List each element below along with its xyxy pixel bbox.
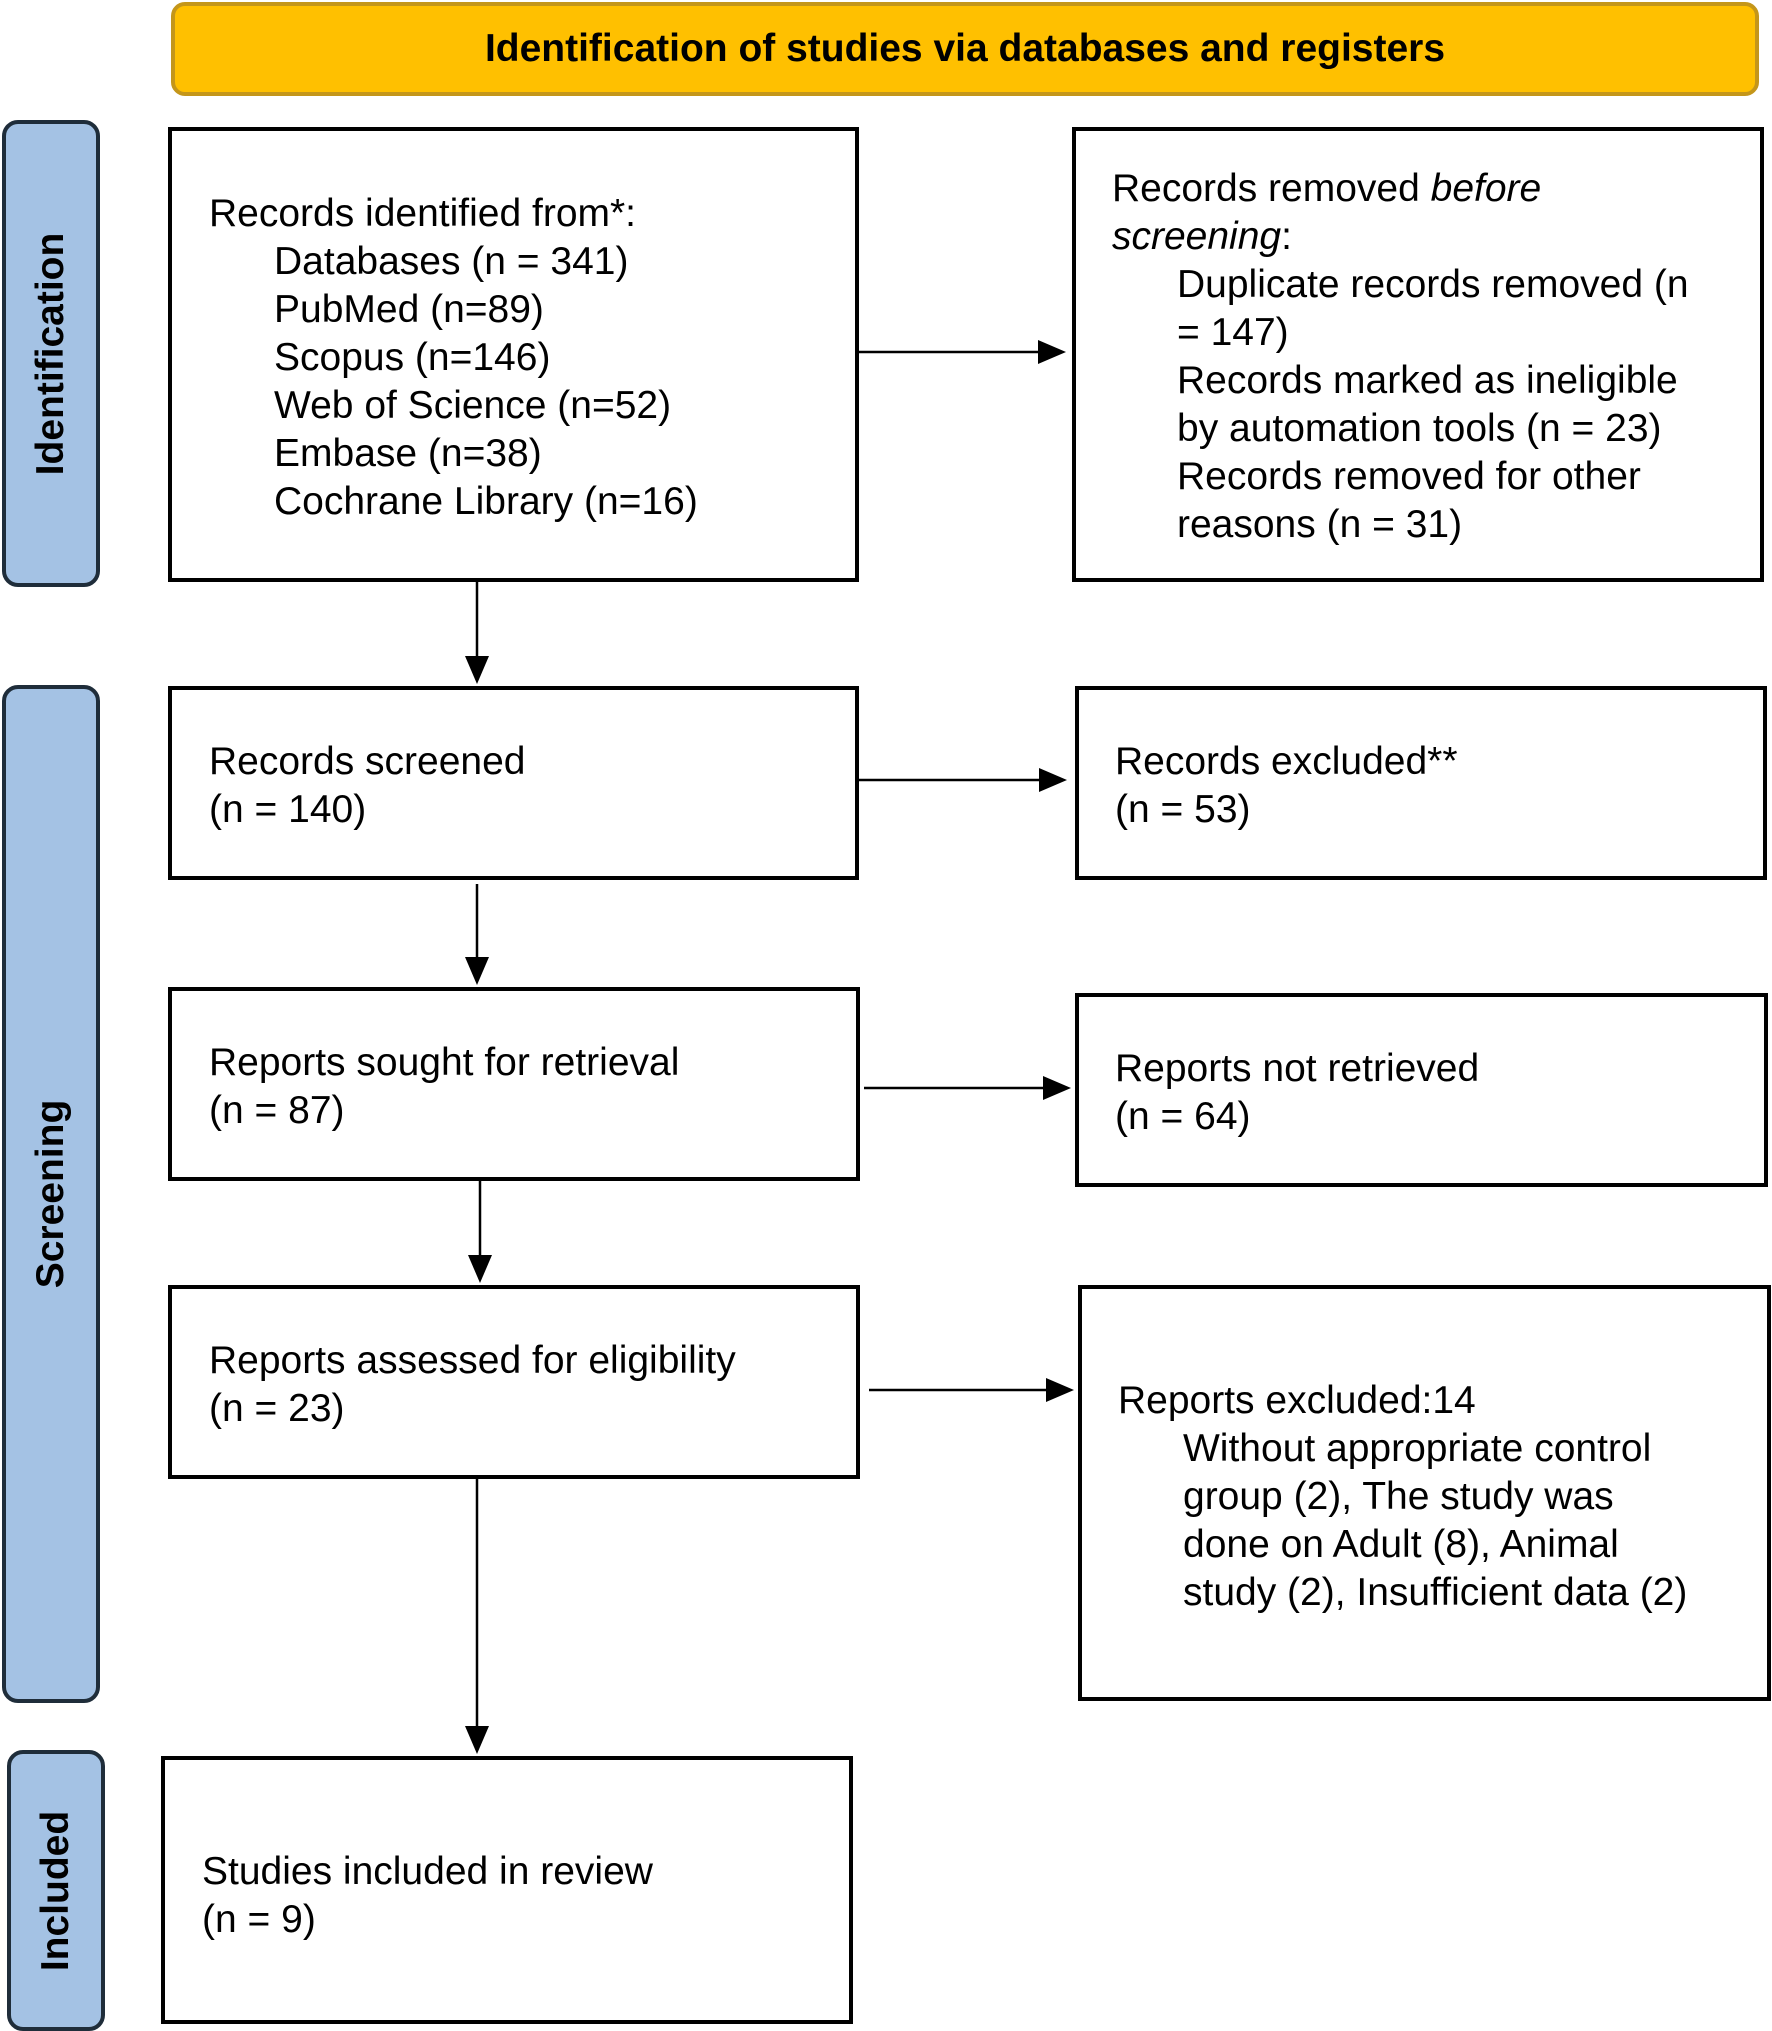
- source-item: Databases (n = 341): [274, 240, 629, 283]
- title-part: :: [1281, 215, 1292, 258]
- reports-assessed-box: Reports assessed for eligibility (n = 23…: [168, 1285, 860, 1479]
- records-removed-title: Records removed before: [1112, 165, 1689, 213]
- removed-line: Records removed for other: [1177, 455, 1641, 498]
- reports-assessed-text: Reports assessed for eligibility (n = 23…: [209, 1337, 736, 1433]
- reports-not-retrieved-text: Reports not retrieved (n = 64): [1115, 1045, 1479, 1141]
- records-excluded-title: Records excluded**: [1115, 740, 1458, 783]
- removed-line: Records marked as ineligible: [1177, 359, 1678, 402]
- arrowhead: [1039, 768, 1067, 792]
- title-italic: before: [1430, 167, 1542, 210]
- removed-line: by automation tools (n = 23): [1177, 407, 1662, 450]
- arrowhead: [465, 957, 489, 985]
- removed-line: Duplicate records removed (n: [1177, 263, 1689, 306]
- reports-sought-box: Reports sought for retrieval (n = 87): [168, 987, 860, 1181]
- records-screened-box: Records screened (n = 140): [168, 686, 859, 880]
- reports-not-retrieved-count: (n = 64): [1115, 1095, 1251, 1138]
- title-part: Records removed: [1112, 167, 1431, 210]
- records-excluded-box: Records excluded** (n = 53): [1075, 686, 1767, 880]
- reports-excluded-title: Reports excluded:14: [1118, 1379, 1476, 1422]
- records-removed-box: Records removed before screening: Duplic…: [1072, 127, 1764, 582]
- reports-sought-title: Reports sought for retrieval: [209, 1041, 680, 1084]
- identification-header: Identification of studies via databases …: [171, 2, 1759, 96]
- exclusion-reason-line: group (2), The study was: [1183, 1475, 1614, 1518]
- phase-included: Included: [7, 1750, 105, 2031]
- arrowhead: [1043, 1076, 1071, 1100]
- reports-assessed-title: Reports assessed for eligibility: [209, 1339, 736, 1382]
- reports-not-retrieved-box: Reports not retrieved (n = 64): [1075, 993, 1768, 1187]
- source-item: Embase (n=38): [274, 432, 542, 475]
- exclusion-reason-line: Without appropriate control: [1183, 1427, 1652, 1470]
- studies-included-text: Studies included in review (n = 9): [202, 1848, 653, 1944]
- records-identified-title: Records identified from*:: [209, 192, 637, 235]
- arrowhead: [465, 1726, 489, 1754]
- reports-excluded-text: Reports excluded:14 Without appropriate …: [1118, 1377, 1687, 1617]
- arrowhead: [1046, 1378, 1074, 1402]
- records-excluded-count: (n = 53): [1115, 788, 1251, 831]
- studies-included-title: Studies included in review: [202, 1850, 653, 1893]
- records-removed-title-2: screening:: [1112, 213, 1689, 261]
- arrowhead: [1038, 340, 1066, 364]
- source-item: PubMed (n=89): [274, 288, 544, 331]
- records-screened-text: Records screened (n = 140): [209, 738, 526, 834]
- records-screened-count: (n = 140): [209, 788, 367, 831]
- reports-sought-text: Reports sought for retrieval (n = 87): [209, 1039, 679, 1135]
- records-identified-text: Records identified from*: Databases (n =…: [209, 190, 698, 526]
- exclusion-reason-line: study (2), Insufficient data (2): [1183, 1571, 1688, 1614]
- reports-assessed-count: (n = 23): [209, 1387, 345, 1430]
- exclusion-reason-line: done on Adult (8), Animal: [1183, 1523, 1619, 1566]
- records-excluded-text: Records excluded** (n = 53): [1115, 738, 1458, 834]
- phase-identification: Identification: [2, 120, 100, 587]
- source-item: Web of Science (n=52): [274, 384, 672, 427]
- removed-line: reasons (n = 31): [1177, 503, 1463, 546]
- phase-screening: Screening: [2, 685, 100, 1703]
- source-item: Cochrane Library (n=16): [274, 480, 698, 523]
- title-italic: screening: [1112, 215, 1282, 258]
- source-item: Scopus (n=146): [274, 336, 551, 379]
- header-label: Identification of studies via databases …: [484, 27, 1446, 70]
- removed-line: = 147): [1177, 311, 1289, 354]
- records-screened-title: Records screened: [209, 740, 526, 783]
- records-removed-text: Records removed before screening: Duplic…: [1112, 165, 1689, 549]
- arrowhead: [465, 656, 489, 684]
- reports-sought-count: (n = 87): [209, 1089, 345, 1132]
- studies-included-box: Studies included in review (n = 9): [161, 1756, 853, 2024]
- reports-not-retrieved-title: Reports not retrieved: [1115, 1047, 1480, 1090]
- arrowhead: [468, 1255, 492, 1283]
- studies-included-count: (n = 9): [202, 1898, 316, 1941]
- records-identified-box: Records identified from*: Databases (n =…: [168, 127, 859, 582]
- reports-excluded-box: Reports excluded:14 Without appropriate …: [1078, 1285, 1771, 1701]
